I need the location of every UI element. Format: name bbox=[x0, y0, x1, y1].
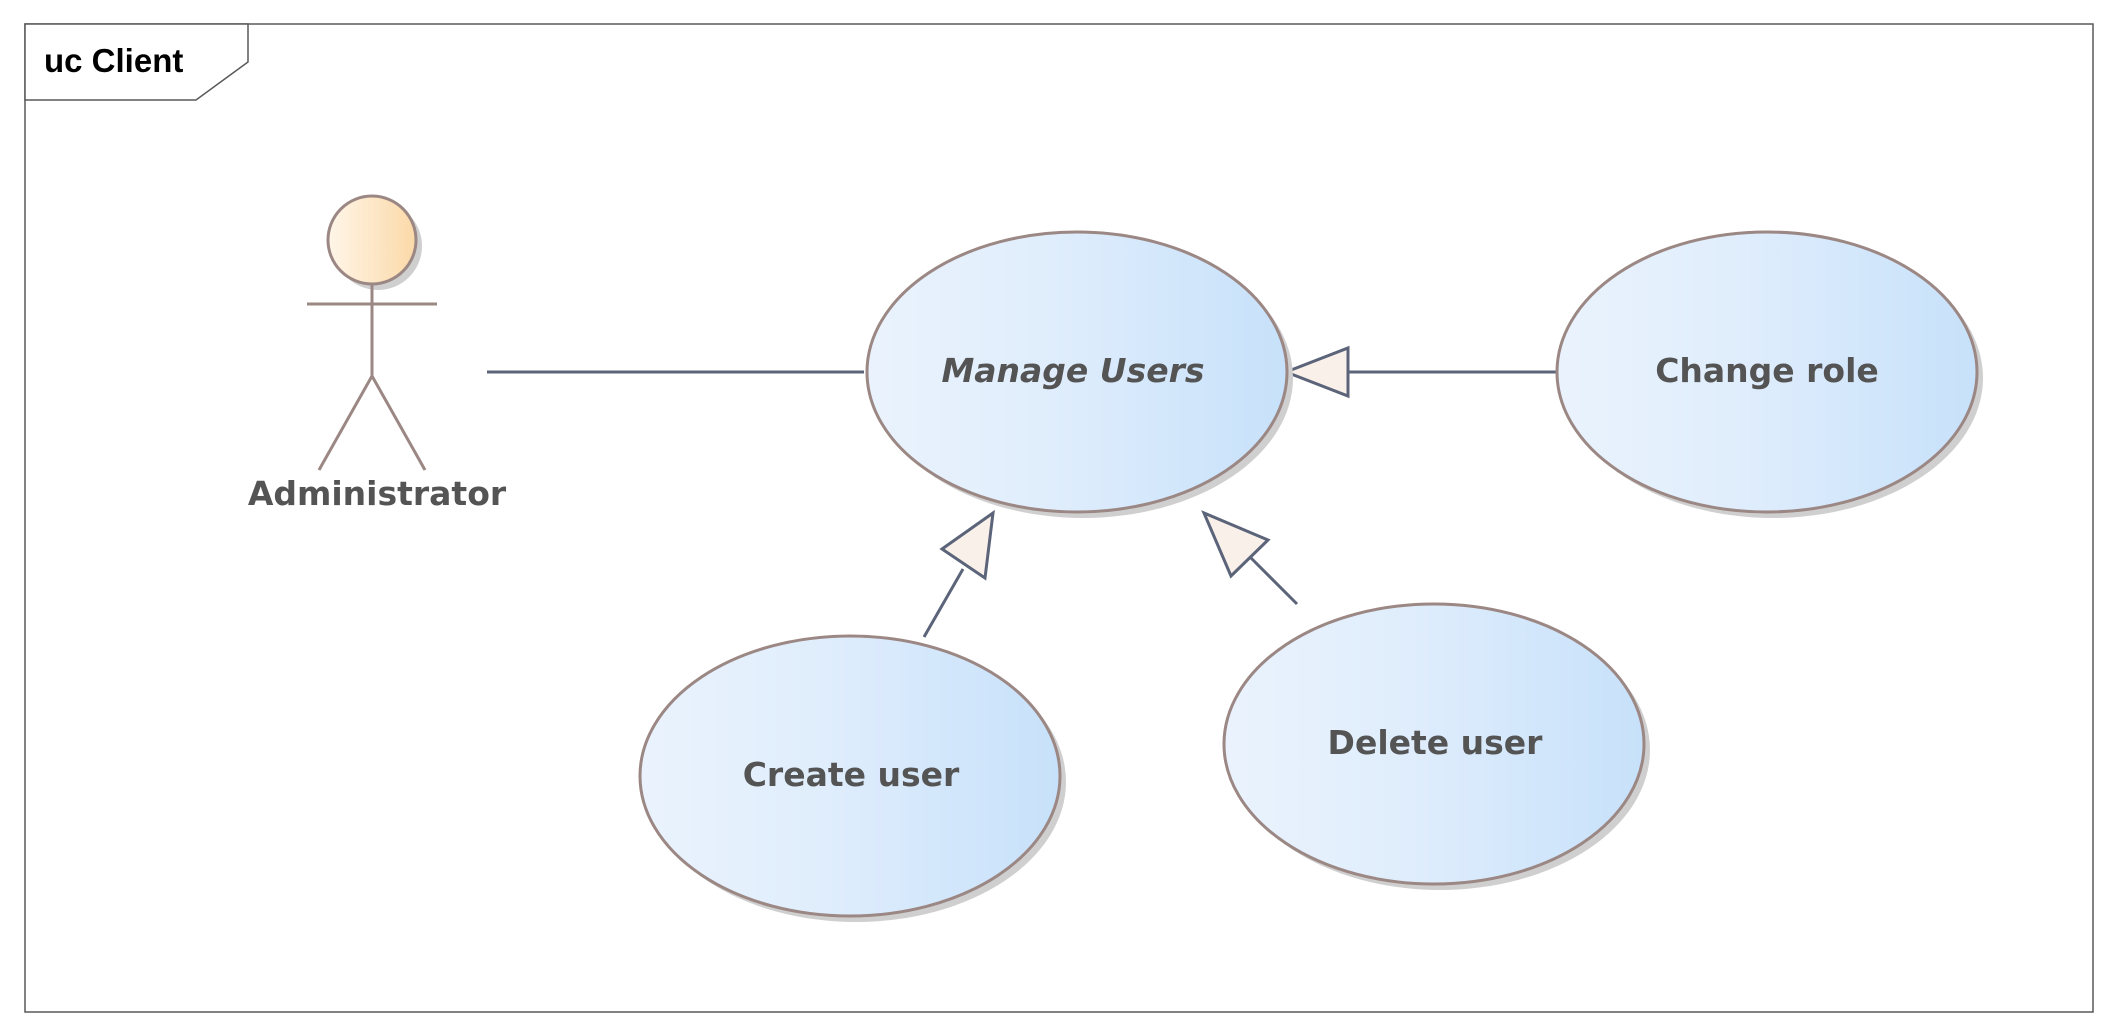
use-case-manage-users[interactable]: Manage Users bbox=[865, 230, 1293, 518]
use-case-change-role[interactable]: Change role bbox=[1555, 230, 1983, 518]
frame-title: uc Client bbox=[44, 42, 183, 79]
use-case-label: Create user bbox=[743, 755, 960, 794]
actor-administrator[interactable]: Administrator bbox=[248, 194, 507, 513]
generalization-delete-user[interactable] bbox=[1201, 510, 1299, 606]
generalization-change-role[interactable] bbox=[1281, 345, 1556, 399]
use-case-delete-user[interactable]: Delete user bbox=[1222, 602, 1650, 890]
use-case-label: Delete user bbox=[1328, 723, 1544, 762]
diagram-frame bbox=[24, 23, 2094, 1013]
actor-head-icon bbox=[326, 194, 418, 286]
use-case-label: Change role bbox=[1655, 351, 1879, 390]
use-case-label: Manage Users bbox=[941, 351, 1204, 390]
actor-label: Administrator bbox=[248, 474, 507, 513]
generalization-create-user[interactable] bbox=[922, 509, 995, 638]
generalization-arrowhead bbox=[1201, 510, 1271, 579]
frame-title-tab bbox=[24, 23, 249, 101]
generalization-arrowhead bbox=[939, 509, 995, 581]
use-case-create-user[interactable]: Create user bbox=[638, 634, 1066, 922]
generalization-arrowhead bbox=[1281, 345, 1350, 399]
